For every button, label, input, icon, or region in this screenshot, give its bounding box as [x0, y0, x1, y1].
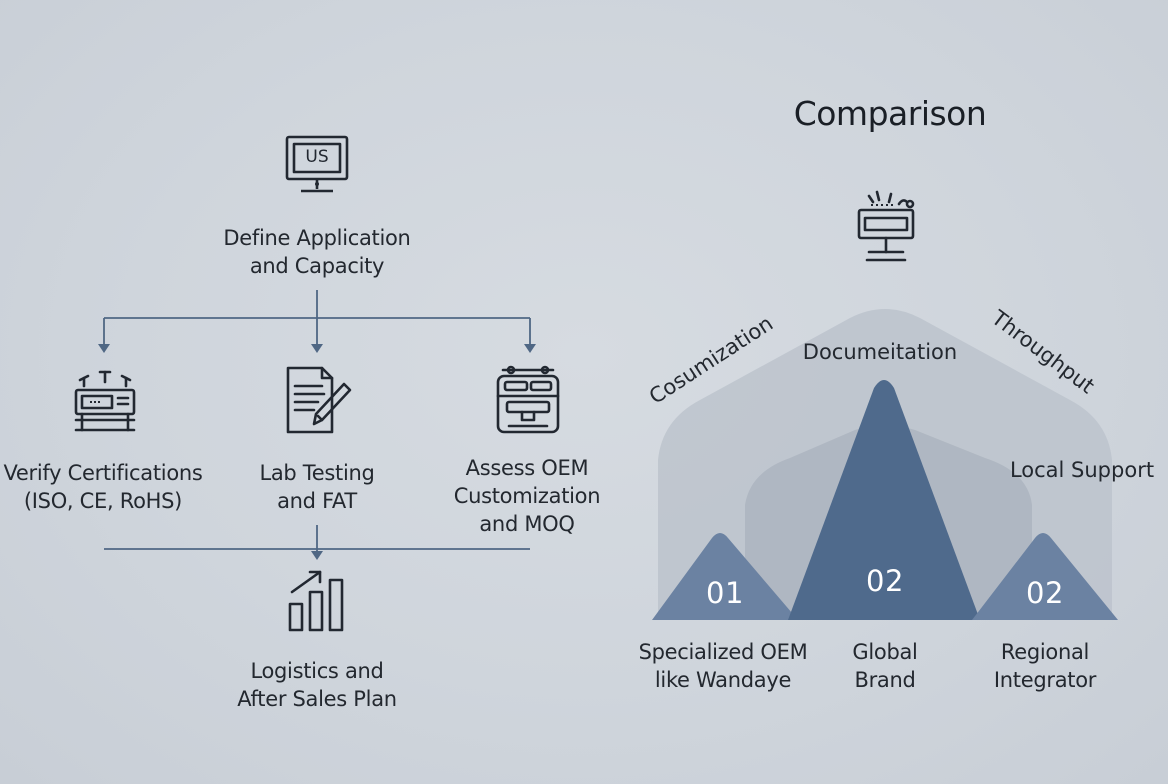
monitor-icon	[284, 134, 350, 200]
oem-machine-icon	[495, 364, 561, 436]
step-lab: Lab Testing and FAT	[259, 461, 375, 513]
monitor-screen-text: US	[305, 147, 329, 167]
peak-label-1: Specialized OEM like Wandaye	[638, 640, 808, 692]
document-pen-icon	[284, 366, 354, 436]
step-define: Define Application and Capacity	[223, 226, 411, 278]
robot-terminal-icon	[855, 190, 917, 266]
peak-number-3: 02	[1026, 576, 1064, 610]
peak-center	[788, 380, 980, 620]
step-verify: Verify Certifications (ISO, CE, RoHS)	[3, 461, 203, 513]
peak-right	[972, 533, 1118, 620]
peak-left	[652, 533, 798, 620]
flow-connectors	[98, 290, 536, 560]
peak-label-3: Regional Integrator	[993, 640, 1097, 692]
growth-chart-icon	[286, 568, 350, 634]
arc-label-side: Local Support	[1009, 458, 1155, 482]
step-assess: Assess OEM Customization and MOQ	[453, 456, 601, 536]
certification-device-icon	[72, 368, 138, 434]
comparison-title: Comparison	[793, 94, 987, 133]
comparison-shapes	[652, 309, 1118, 620]
peak-number-2: 02	[866, 564, 904, 598]
arc-label-top: Documeitation	[802, 340, 958, 364]
peak-label-2: Global Brand	[852, 640, 918, 692]
peak-number-1: 01	[706, 576, 744, 610]
step-logistics: Logistics and After Sales Plan	[237, 659, 397, 711]
